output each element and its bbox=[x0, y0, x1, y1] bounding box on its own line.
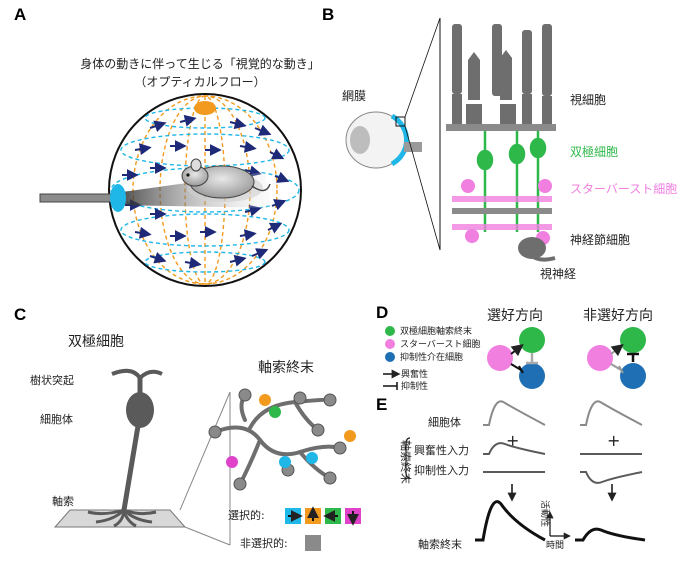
exc-input-label: 興奮性入力 bbox=[414, 443, 469, 457]
bipolar-cell-drawing bbox=[53, 368, 231, 546]
retina-label: 網膜 bbox=[342, 89, 366, 103]
inh-input-label: 抑制性入力 bbox=[414, 463, 469, 477]
axon-label: 軸索 bbox=[52, 494, 74, 508]
starburst-label: スターバースト細胞 bbox=[570, 182, 677, 196]
plus-null: + bbox=[607, 431, 620, 450]
bipolar-cell-title: 双極細胞 bbox=[68, 334, 124, 350]
panel-a-title-line2: （オプティカルフロー） bbox=[134, 75, 265, 89]
legend-excitatory: 興奮性 bbox=[401, 368, 428, 380]
activity-axes: 活動性 時間 bbox=[539, 500, 571, 551]
panel-a: A 身体の動きに伴って生じる「視覚的な動き」 （オプティカルフロー） bbox=[14, 5, 320, 287]
panel-d: D 選好方向 非選好方向 双極細胞軸索終末 スターバースト細胞 抑制性介在細胞 … bbox=[376, 303, 653, 392]
legend-bipolar: 双極細胞軸索終末 bbox=[400, 325, 472, 337]
panel-c: C 双極細胞 樹状突起 細胞体 軸索 軸索終末 bbox=[14, 305, 361, 551]
nonselective-label: 非選択的: bbox=[240, 536, 288, 550]
legend-starburst: スターバースト細胞 bbox=[400, 338, 480, 350]
panel-e-label: E bbox=[376, 395, 387, 414]
time-label: 時間 bbox=[546, 540, 564, 551]
null-direction-title: 非選好方向 bbox=[583, 308, 653, 324]
legend-inhibitory: 抑制性 bbox=[401, 380, 428, 392]
retina-cross-section bbox=[439, 18, 556, 262]
terminal-title: 軸索終末 bbox=[258, 359, 314, 376]
legend-interneuron: 抑制性介在細胞 bbox=[400, 351, 463, 363]
preferred-direction-title: 選好方向 bbox=[487, 308, 543, 324]
panel-b: B 網膜 bbox=[322, 5, 677, 281]
panel-a-label: A bbox=[14, 5, 26, 24]
panel-b-label: B bbox=[322, 5, 334, 24]
panel-d-label: D bbox=[376, 303, 388, 322]
null-traces: + bbox=[575, 400, 646, 542]
preferred-circuit bbox=[487, 327, 545, 389]
bipolar-label: 双極細胞 bbox=[570, 144, 618, 159]
activity-label: 活動性 bbox=[539, 500, 551, 527]
panel-c-label: C bbox=[14, 305, 26, 324]
mouse-illustration bbox=[181, 158, 271, 202]
cell-legend: 双極細胞軸索終末 スターバースト細胞 抑制性介在細胞 興奮性 抑制性 bbox=[383, 325, 480, 392]
panel-e: E 細胞体 軸索終末 興奮性入力 抑制性入力 軸索終末 + 活動性 時間 + bbox=[376, 395, 646, 551]
soma-label: 細胞体 bbox=[40, 412, 73, 426]
soma-trace-label: 細胞体 bbox=[428, 415, 461, 429]
dendrite-label: 樹状突起 bbox=[30, 373, 74, 387]
eye-illustration: 網膜 bbox=[342, 17, 441, 251]
selective-label: 選択的: bbox=[228, 508, 265, 522]
photoreceptor-label: 視細胞 bbox=[570, 92, 606, 107]
optic-nerve-label: 視神経 bbox=[540, 266, 576, 281]
terminal-trace-label: 軸索終末 bbox=[418, 537, 462, 551]
axon-terminal-tree bbox=[208, 388, 356, 491]
ganglion-label: 神経節細胞 bbox=[570, 232, 630, 247]
panel-a-title-line1: 身体の動きに伴って生じる「視覚的な動き」 bbox=[80, 56, 319, 71]
selectivity-legend: 選択的: 非選択的: bbox=[228, 506, 361, 551]
null-circuit bbox=[587, 327, 646, 389]
preferred-traces: + bbox=[475, 400, 546, 542]
